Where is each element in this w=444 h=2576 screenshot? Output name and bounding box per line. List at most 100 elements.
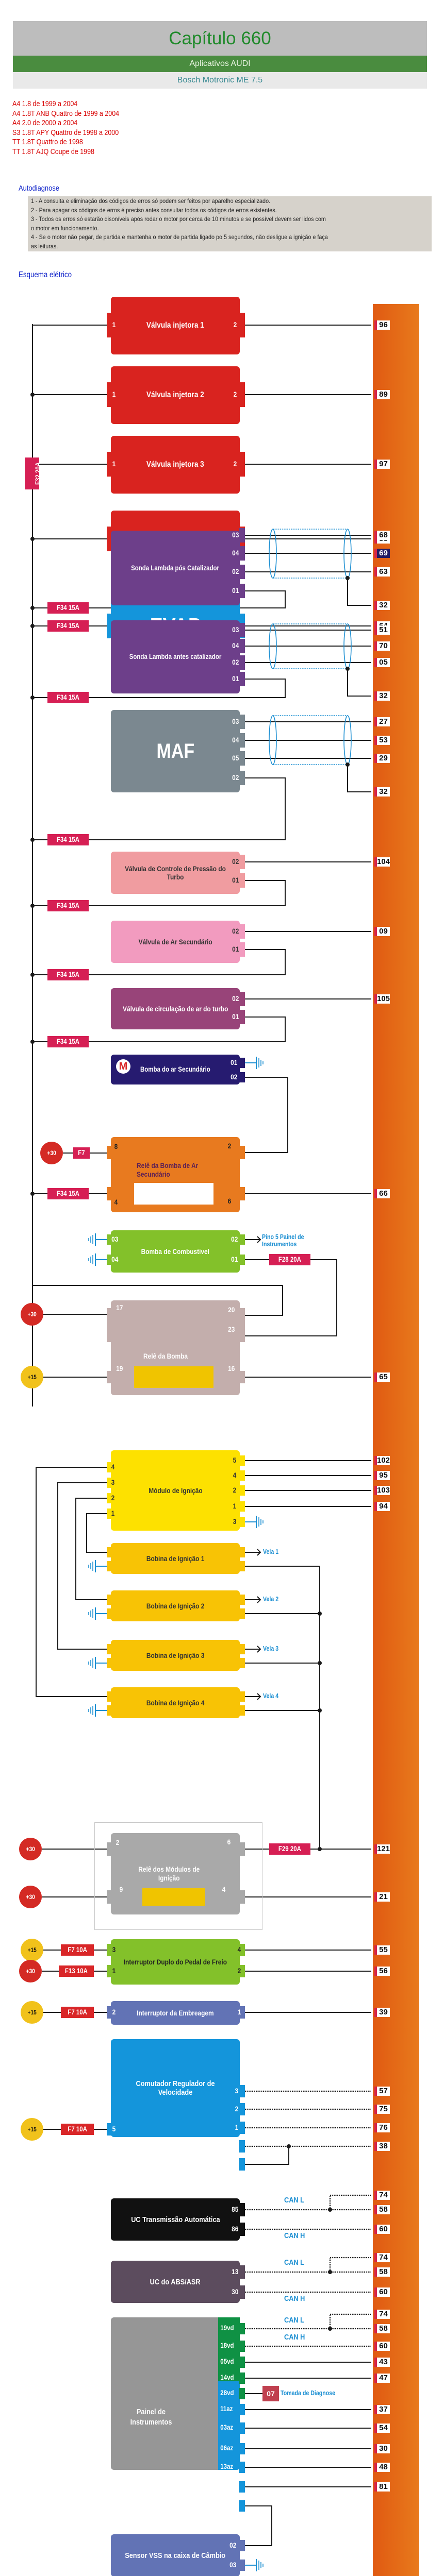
pin-label: 5 xyxy=(233,1456,237,1464)
connector-tab xyxy=(107,1561,113,1571)
fuse: F34 15A xyxy=(47,692,89,703)
pin-label: 19 xyxy=(116,1364,123,1372)
pin-label: 2 xyxy=(237,1967,241,1975)
ecu-pin-89: 89 xyxy=(374,390,390,399)
pin-label: 4 xyxy=(111,1463,115,1471)
pin-label: 4 xyxy=(114,1198,118,1206)
ecu-pin-30: 30 xyxy=(374,2444,390,2453)
pin-label: 20 xyxy=(228,1306,235,1314)
battery-plus30-terminal: +30 xyxy=(21,1303,43,1326)
fuse: F7 10A xyxy=(61,1944,94,1956)
ecu-pin-74: 74 xyxy=(374,2310,390,2319)
junction-dot xyxy=(30,973,35,977)
annotation: Vela 1 xyxy=(263,1548,294,1555)
ecu-pin-102: 102 xyxy=(374,1456,390,1465)
connector-tab xyxy=(239,992,245,1006)
ecu-pin-94: 94 xyxy=(374,1502,390,1511)
application-banner: Aplicativos AUDI xyxy=(13,56,427,72)
battery-plus30-terminal: +30 xyxy=(19,1960,42,1982)
fuse: F34 15A xyxy=(47,602,89,614)
pin-label: 01 xyxy=(232,876,239,884)
terminal-label: +15 xyxy=(27,1946,37,1954)
connector-tab xyxy=(239,1547,245,1557)
bob1-label: Bobina de Ignição 1 xyxy=(146,1554,205,1563)
connector-tab xyxy=(107,1493,113,1503)
bus-label: CAN H xyxy=(284,2294,305,2303)
wire xyxy=(329,2313,371,2329)
pin-label: 5 xyxy=(112,2125,116,2133)
connector-tab xyxy=(239,2372,245,2384)
fuse: F34 15A xyxy=(47,1188,89,1199)
lambda_pos-label: Sonda Lambda pós Catalizador xyxy=(131,564,220,572)
pin-label: 02 xyxy=(232,857,239,866)
fuse: F34 15A xyxy=(47,834,89,845)
annotation: Vela 2 xyxy=(263,1596,294,1603)
fuse: F34 15A xyxy=(47,900,89,911)
bob4-component: Bobina de Ignição 4 xyxy=(111,1687,240,1718)
pin-label: 1 xyxy=(237,2008,241,2016)
ecu-pin-70: 70 xyxy=(374,641,390,651)
connector-tab xyxy=(239,1010,245,1024)
wire xyxy=(347,765,371,792)
vss-component: Sensor VSS na caixa de Câmbio xyxy=(111,2534,240,2576)
ecu-pin-58: 58 xyxy=(374,2267,390,2277)
note-line: o motor em funcionamento. xyxy=(31,224,99,232)
bob3-component: Bobina de Ignição 3 xyxy=(111,1640,240,1671)
connector-tab xyxy=(107,1371,113,1383)
vehicle-model: A4 2.0 de 2000 a 2004 xyxy=(12,119,78,128)
connector-tab xyxy=(107,1705,113,1716)
bus-label: CAN L xyxy=(284,2196,304,2205)
ecu-pin-51: 51 xyxy=(374,625,390,635)
main-fuse-f32: F32 20A xyxy=(25,457,42,489)
system-banner: Bosch Motronic ME 7.5 xyxy=(13,72,427,89)
connector-tab xyxy=(107,1234,113,1245)
pin-label: 03 xyxy=(111,1235,119,1243)
ecu-pin-29: 29 xyxy=(374,754,390,763)
battery-plus30-terminal: +30 xyxy=(19,1886,42,1908)
pin-label: 23 xyxy=(228,1325,235,1333)
ar_sec-component: Válvula de Ar Secundário xyxy=(111,921,240,963)
wire xyxy=(257,1646,261,1653)
vehicle-model: TT 1.8T AJQ Coupe de 1998 xyxy=(12,147,94,156)
ecu-pin-53: 53 xyxy=(374,736,390,745)
connector-tab xyxy=(239,655,245,670)
connector-tab xyxy=(239,2140,245,2153)
pin-label: 04 xyxy=(232,549,239,557)
ecu-pin-105: 105 xyxy=(374,994,390,1004)
connector-tab xyxy=(239,2357,245,2368)
connector-tab xyxy=(107,2006,113,2019)
connector-tab xyxy=(239,751,245,766)
annotation: Vela 4 xyxy=(263,1692,294,1700)
ecu-pin-09: 09 xyxy=(374,927,390,936)
annotation-text: Vela 2 xyxy=(263,1596,279,1603)
connector-tab xyxy=(239,942,245,957)
pin-label: 02 xyxy=(232,773,239,782)
connector-tab xyxy=(107,1547,113,1557)
inj2-component: Válvula injetora 2 xyxy=(111,366,240,424)
ecu-pin-27: 27 xyxy=(374,717,390,726)
wire xyxy=(75,1498,107,1600)
comut_vel-component: Comutador Regulador de Velocidade xyxy=(111,2039,240,2137)
terminal-label: +30 xyxy=(26,1893,35,1901)
pin-label: 4 xyxy=(237,1945,241,1954)
annotation: Tomada de Diagnose xyxy=(281,2389,358,2397)
junction-dot xyxy=(328,2327,332,2331)
fuse-label: F34 15A xyxy=(56,971,80,978)
wire xyxy=(245,1077,288,1153)
ecu-pin-32: 32 xyxy=(374,601,390,610)
ecu-pin-65: 65 xyxy=(374,1372,390,1382)
fuse-label: F29 20A xyxy=(278,1845,302,1853)
connector-tab xyxy=(239,1072,245,1082)
uc_abs-label: UC do ABS/ASR xyxy=(150,2277,201,2286)
can-l-label: CAN L xyxy=(284,2196,308,2205)
connector-tab xyxy=(239,1658,245,1668)
connector-tab xyxy=(239,1842,245,1856)
ecu-pin-68: 68 xyxy=(374,531,390,540)
connector-tab xyxy=(239,1501,245,1512)
ecu-pin-38: 38 xyxy=(374,2142,390,2151)
connector-tab xyxy=(239,1517,245,1527)
ground-icon xyxy=(245,2559,264,2571)
pin-label: 8 xyxy=(114,1142,118,1150)
can-h-label: CAN H xyxy=(284,2295,309,2302)
